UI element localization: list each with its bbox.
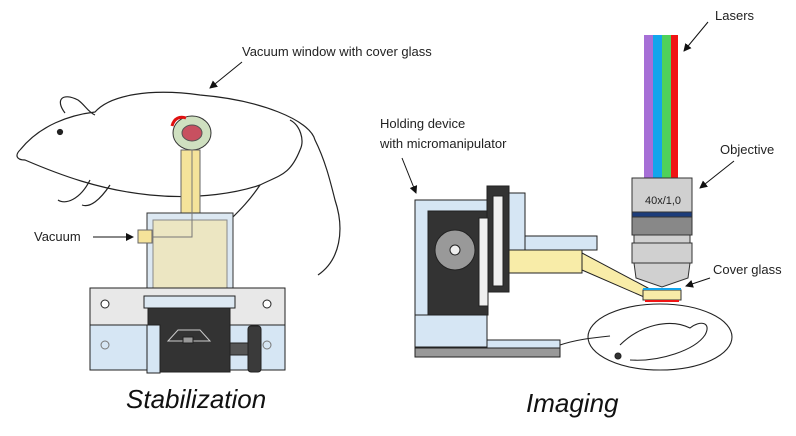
label-lasers: Lasers xyxy=(715,8,755,23)
holding-device xyxy=(414,185,649,358)
panel-title-imaging: Imaging xyxy=(526,388,619,418)
objective-marking: 40x/1,0 xyxy=(644,195,682,207)
label-vacuum-window: Vacuum window with cover glass xyxy=(242,44,432,59)
vacuum-window xyxy=(170,115,212,151)
cover-glass xyxy=(642,288,682,302)
objective xyxy=(631,177,693,288)
label-objective: Objective xyxy=(720,142,775,157)
stabilization-base xyxy=(89,287,286,374)
label-holding-device-2: with micromanipulator xyxy=(380,136,507,151)
label-cover-glass: Cover glass xyxy=(713,262,782,277)
mouse-outline-right xyxy=(559,303,733,371)
vacuum-port xyxy=(137,229,153,244)
holding-device-arrow xyxy=(401,157,418,194)
vacuum-tube xyxy=(152,150,193,238)
lasers-arrow xyxy=(683,21,709,52)
lasers xyxy=(644,35,678,178)
label-vacuum: Vacuum xyxy=(34,229,81,244)
panel-title-stabilization: Stabilization xyxy=(126,384,267,414)
cover-glass-arrow xyxy=(685,277,711,288)
vacuum-window-arrow xyxy=(209,61,243,89)
chamber xyxy=(152,219,228,296)
label-holding-device-1: Holding device xyxy=(380,116,466,131)
window-stem xyxy=(180,149,201,221)
objective-arrow xyxy=(699,160,735,189)
